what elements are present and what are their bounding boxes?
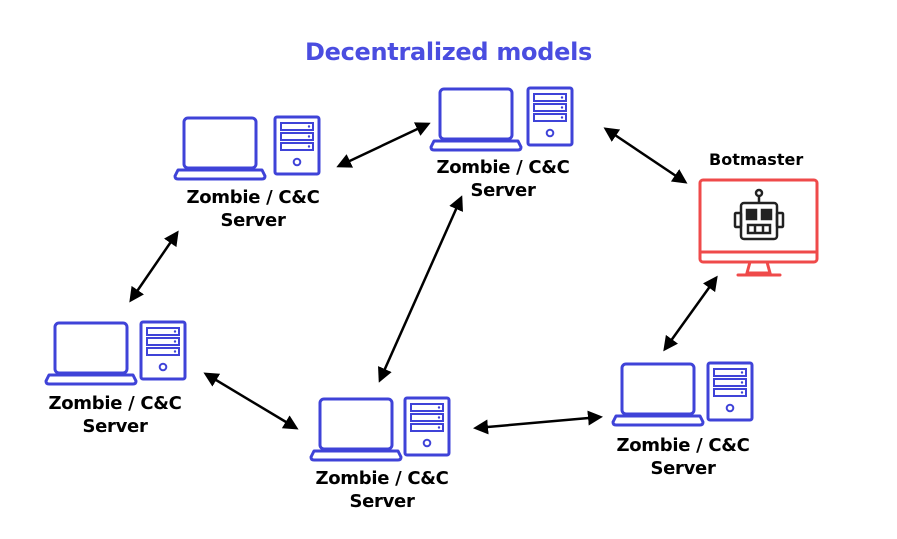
laptop-icon <box>309 397 403 462</box>
server-tower-icon <box>526 86 574 147</box>
arrow-bottomcenter-topcenter <box>378 195 463 383</box>
server-tower-icon <box>706 361 754 422</box>
server-tower-icon <box>403 396 451 457</box>
server-tower-icon <box>139 320 187 381</box>
node-bottom-center <box>309 396 451 462</box>
diagram-title: Decentralized models <box>305 38 592 66</box>
connection-arrows <box>129 122 718 435</box>
node-top-center <box>429 86 574 152</box>
node-top-left <box>173 115 321 181</box>
robot-icon <box>733 188 785 241</box>
arrow-topleft-middleleft <box>129 230 179 303</box>
arrow-bottomcenter-bottomright <box>473 410 603 435</box>
botmaster-label: Botmaster <box>709 150 804 169</box>
arrow-topcenter-botmaster <box>603 127 688 184</box>
laptop-icon <box>611 362 705 427</box>
laptop-icon <box>44 321 138 386</box>
node-bottom-right <box>611 361 754 427</box>
arrow-middleleft-bottomcenter <box>203 372 299 430</box>
monitor-icon <box>698 178 819 277</box>
laptop-icon <box>173 116 267 181</box>
arrow-bottomright-botmaster <box>663 275 718 352</box>
botmaster-node <box>698 178 819 277</box>
node-middle-left <box>44 320 187 386</box>
arrow-topleft-topcenter <box>336 122 431 168</box>
laptop-icon <box>429 87 523 152</box>
server-tower-icon <box>273 115 321 176</box>
